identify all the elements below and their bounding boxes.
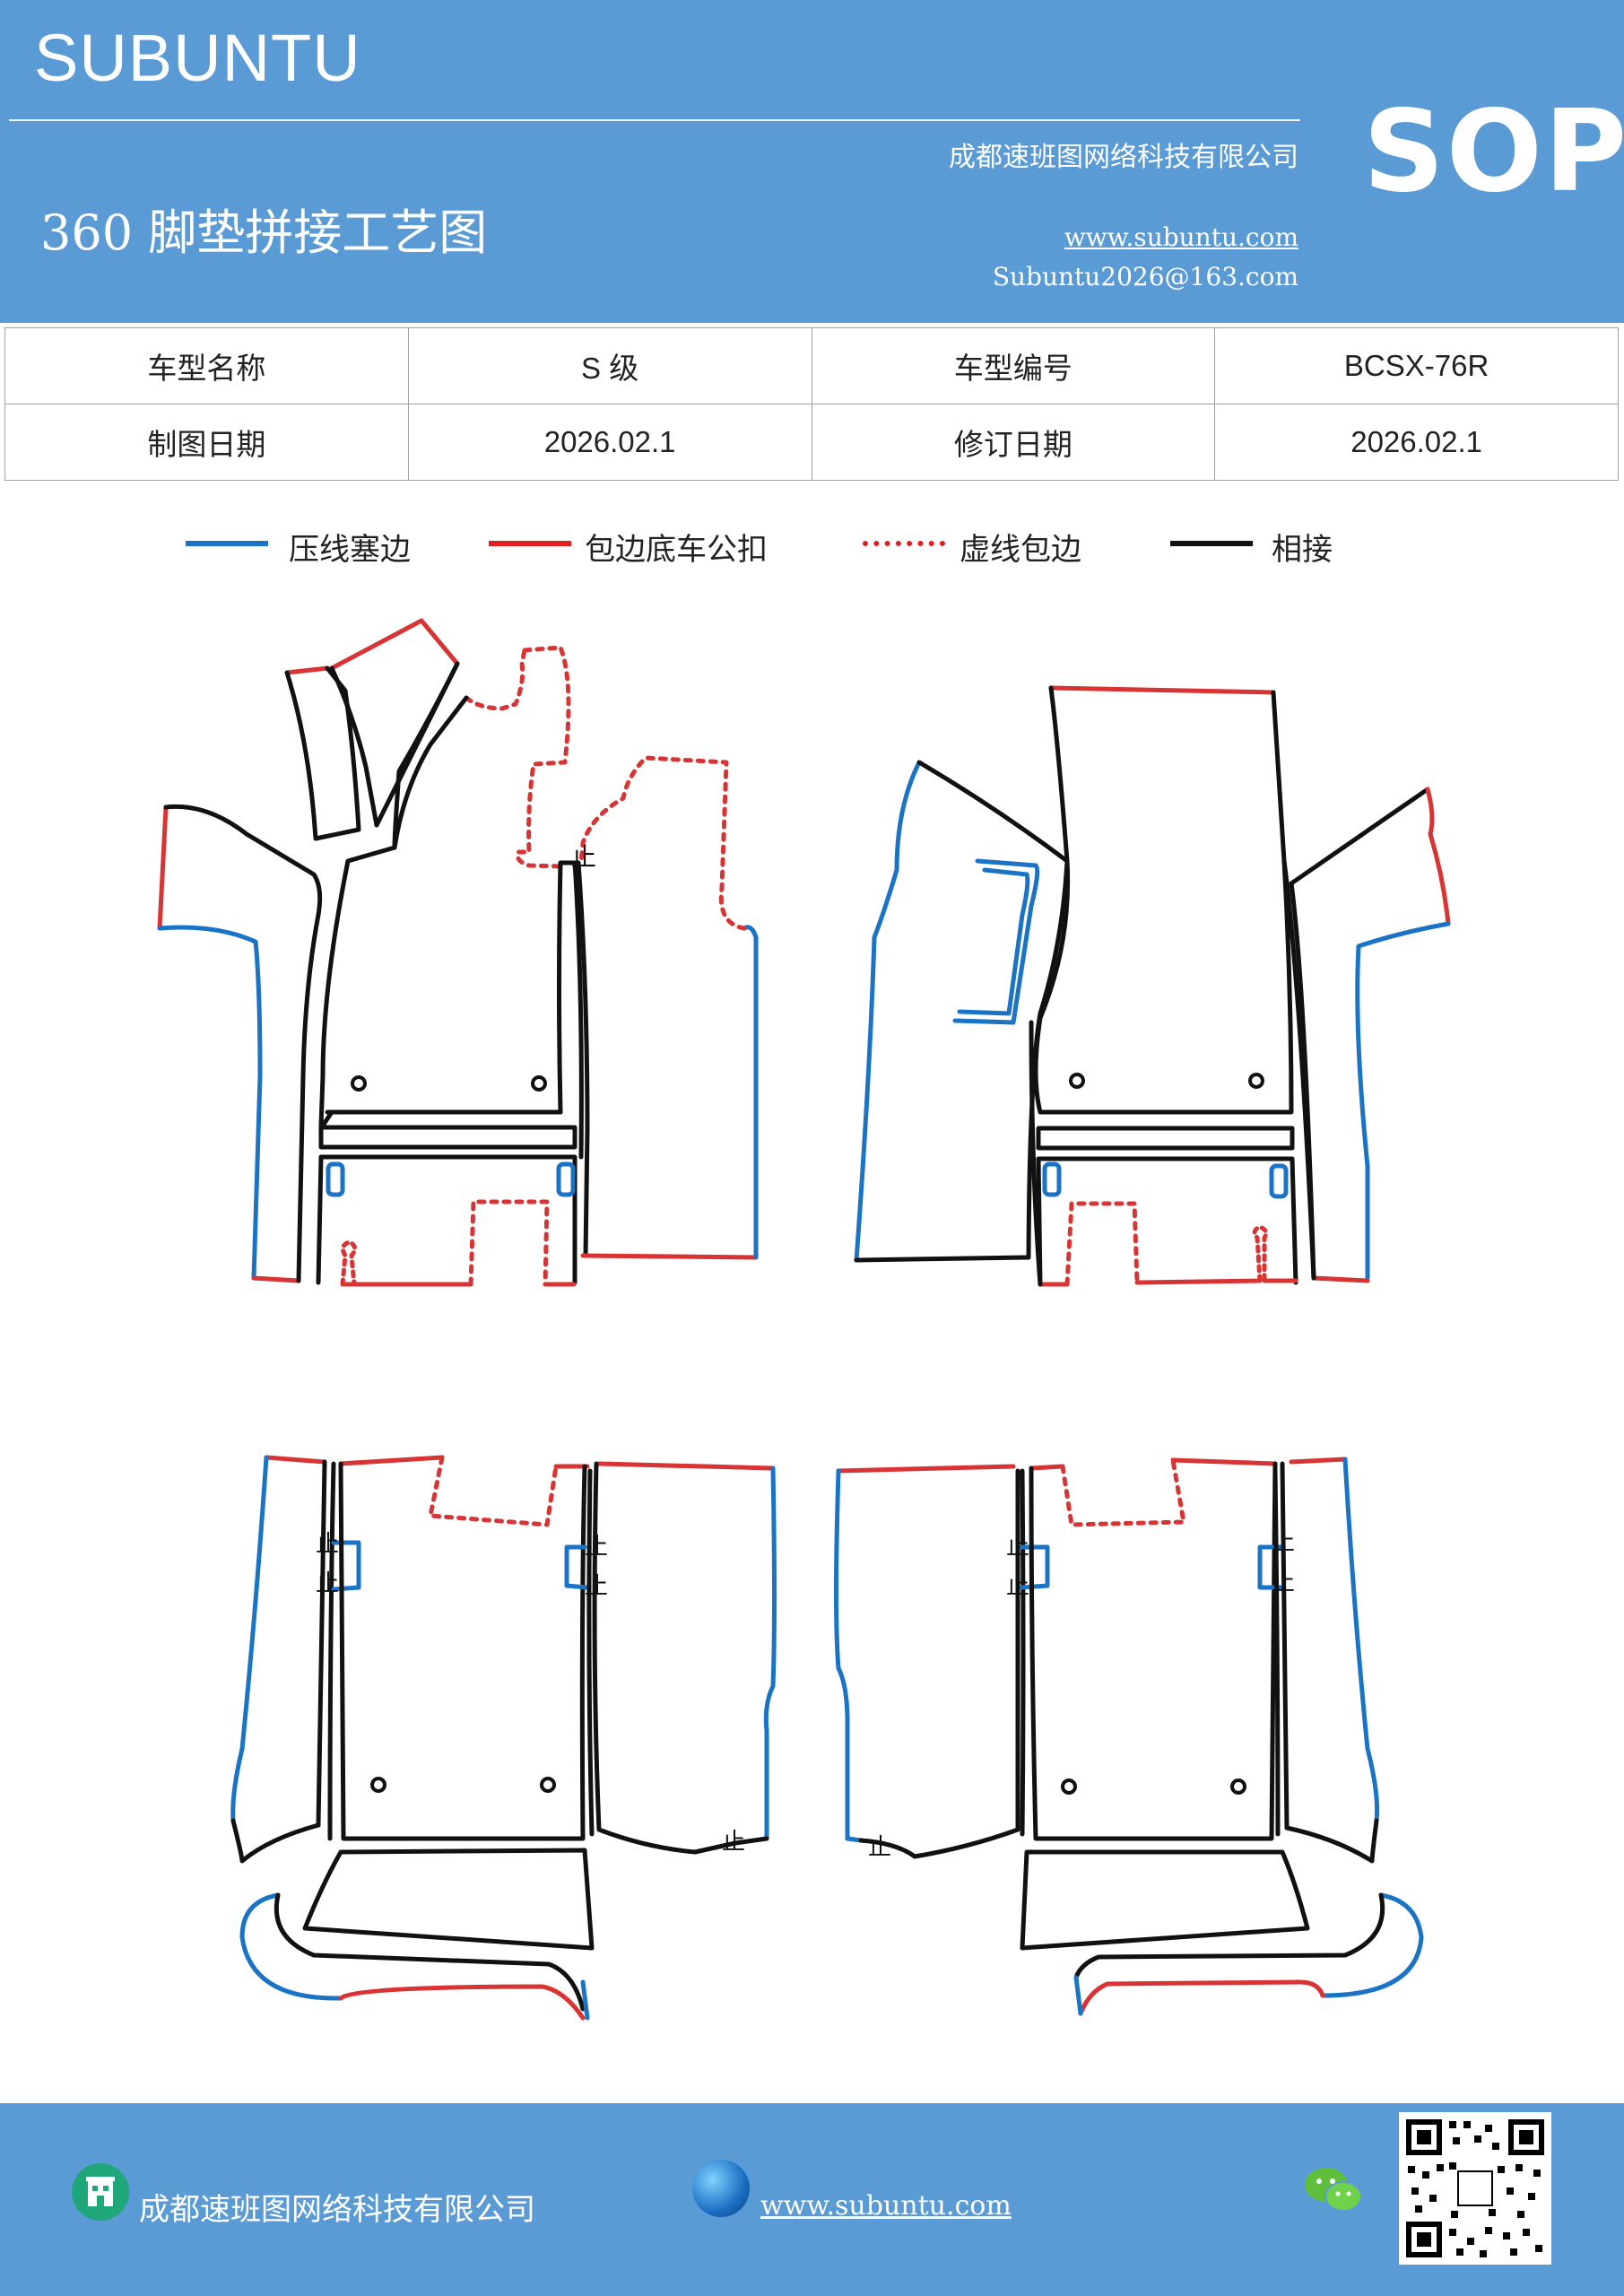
rear-right-mat-set: 止 止 止 止 止 [834,1457,1424,2016]
document-title: 360 脚垫拼接工艺图 [40,204,488,261]
vehicle-info-table: 车型名称 S 级 车型编号 BCSX-76R 制图日期 2026.02.1 修订… [4,327,1619,481]
front-left-mat-set: 止 [157,618,759,1287]
svg-text:止: 止 [316,1531,339,1558]
rear-left-mat-set: 止 止 止 止 止 [230,1455,777,2021]
value-revision-date: 2026.02.1 [1214,404,1619,481]
line-legend: 压线塞边 包边底车公扣 虚线包边 相接 [0,525,1624,578]
svg-text:止: 止 [316,1570,339,1597]
building-icon [72,2163,129,2221]
footer-website-link[interactable]: www.subuntu.com [760,2190,1012,2222]
label-model-name: 车型名称 [4,327,409,404]
legend-label-dotted-edge: 虚线包边 [960,532,1081,568]
header-website-link[interactable]: www.subuntu.com [1064,222,1298,252]
qr-code [1399,2112,1551,2265]
label-revision-date: 修订日期 [811,404,1216,481]
legend-label-joined: 相接 [1272,532,1333,568]
footer-company-name: 成都速班图网络科技有限公司 [139,2192,535,2228]
header-banner [0,0,1624,323]
header-email: Subuntu2026@163.com [992,262,1298,291]
legend-swatch-blue [186,541,268,546]
legend-swatch-red [489,541,571,546]
globe-icon [692,2160,750,2217]
legend-label-press-line: 压线塞边 [289,532,411,568]
value-model-code: BCSX-76R [1214,327,1619,404]
legend-label-edge-buckle: 包边底车公扣 [585,532,768,568]
table-row: 制图日期 2026.02.1 修订日期 2026.02.1 [4,404,1619,481]
front-right-mat-set [854,685,1451,1287]
brand-logo-text: SUBUNTU [34,21,361,95]
header-divider [9,119,1300,121]
value-drawing-date: 2026.02.1 [407,404,812,481]
label-drawing-date: 制图日期 [4,404,409,481]
wechat-icon[interactable] [1302,2163,1365,2217]
svg-text:止: 止 [571,842,596,872]
sop-badge: SOP [1363,85,1624,217]
header-company-name: 成都速班图网络科技有限公司 [949,142,1298,173]
legend-swatch-red-dotted [863,541,945,546]
legend-swatch-black [1170,541,1253,546]
svg-text:止: 止 [868,1834,891,1861]
value-model-name: S 级 [407,327,812,404]
table-row: 车型名称 S 级 车型编号 BCSX-76R [4,327,1619,404]
svg-text:止: 止 [1006,1573,1029,1600]
svg-text:止: 止 [722,1829,745,1856]
label-model-code: 车型编号 [811,327,1216,404]
svg-text:止: 止 [1006,1534,1029,1561]
